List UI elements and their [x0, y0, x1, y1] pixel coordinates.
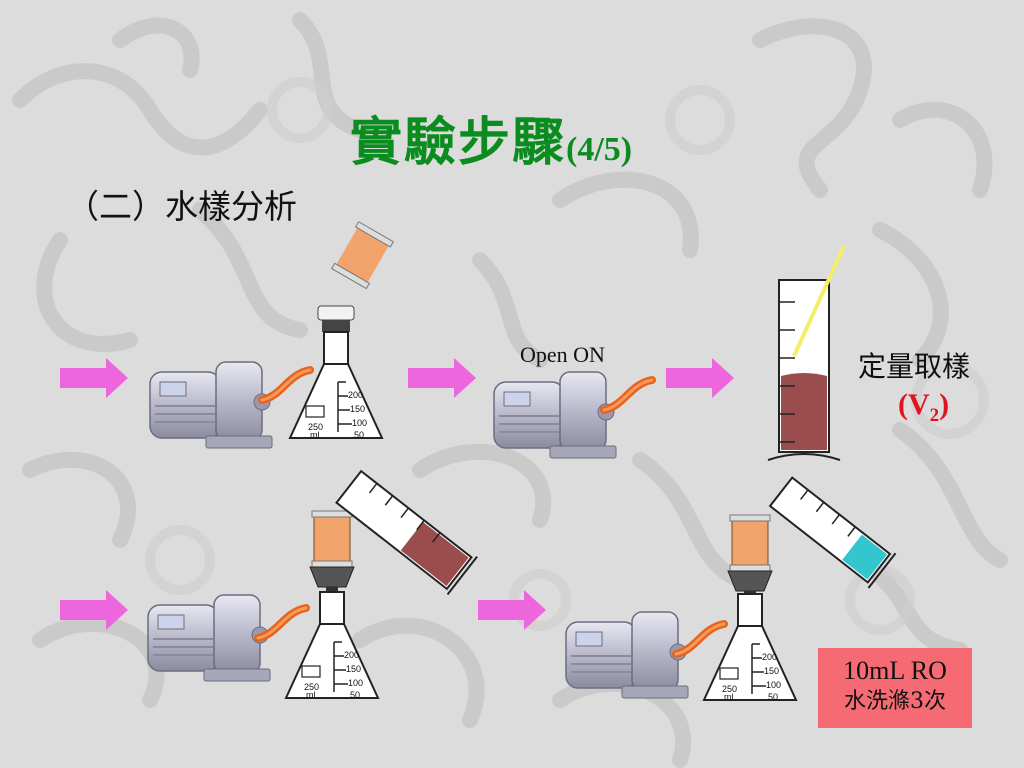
flask-mark: 100	[766, 680, 781, 690]
filter-funnel-icon	[727, 514, 773, 606]
open-on-label: Open ON	[520, 342, 605, 367]
flask-volume: 250	[308, 422, 323, 432]
flask-mark: 200	[348, 390, 363, 400]
rinse-line-2: 水洗滌3次	[844, 689, 946, 714]
tilted-cylinder-icon	[335, 469, 478, 596]
hose-icon	[262, 370, 310, 400]
flask-mark: 150	[350, 404, 365, 414]
vacuum-pump-icon	[149, 361, 273, 449]
hose-icon	[676, 624, 724, 654]
flask-volume: 250	[304, 682, 319, 692]
arrow-right-icon	[478, 590, 546, 630]
flask-mark: 50	[768, 692, 778, 702]
flask-mark: 200	[762, 652, 777, 662]
flask-mark: 100	[352, 418, 367, 428]
arrow-right-icon	[408, 358, 476, 398]
arrow-right-icon	[60, 590, 128, 630]
filter-funnel-icon	[309, 510, 355, 602]
sampling-label: 定量取樣	[858, 350, 971, 383]
volume-close-paren: )	[939, 388, 950, 421]
arrow-right-icon	[666, 358, 734, 398]
flask-unit: ml	[310, 430, 320, 440]
erlenmeyer-flask-icon	[289, 331, 383, 439]
volume-subscript: 2	[929, 405, 940, 426]
flask-mark: 50	[350, 690, 360, 700]
erlenmeyer-flask-icon	[703, 593, 797, 701]
volume-v2-label: (V2)	[898, 388, 949, 427]
volume-open-paren: (	[898, 388, 908, 421]
vacuum-pump-icon	[493, 371, 617, 459]
graduated-cylinder-icon	[767, 245, 846, 461]
filter-holder-icon	[317, 305, 355, 332]
rinse-instruction-box: 10mL RO 水洗滌3次	[818, 648, 972, 728]
rinse-cylinder-icon	[768, 476, 897, 589]
volume-symbol: V	[908, 388, 930, 421]
section-subtitle: （二）水樣分析	[66, 187, 297, 226]
title-step-number: (4/5)	[566, 131, 633, 168]
falling-funnel-icon	[330, 221, 395, 290]
hose-icon	[604, 380, 652, 410]
flask-unit: ml	[724, 692, 734, 702]
hose-icon	[258, 608, 306, 638]
title-main: 實驗步驟	[350, 112, 567, 173]
arrow-right-icon	[60, 358, 128, 398]
page-title: 實驗步驟(4/5)	[350, 100, 632, 175]
flask-mark: 150	[346, 664, 361, 674]
flask-mark: 200	[344, 650, 359, 660]
flask-unit: ml	[306, 690, 316, 700]
vacuum-pump-icon	[147, 594, 271, 682]
flask-volume: 250	[722, 684, 737, 694]
flask-mark: 100	[348, 678, 363, 688]
flask-mark: 50	[354, 430, 364, 440]
flask-mark: 150	[764, 666, 779, 676]
rinse-line-1: 10mL RO	[843, 656, 947, 685]
vacuum-pump-icon	[565, 611, 689, 699]
